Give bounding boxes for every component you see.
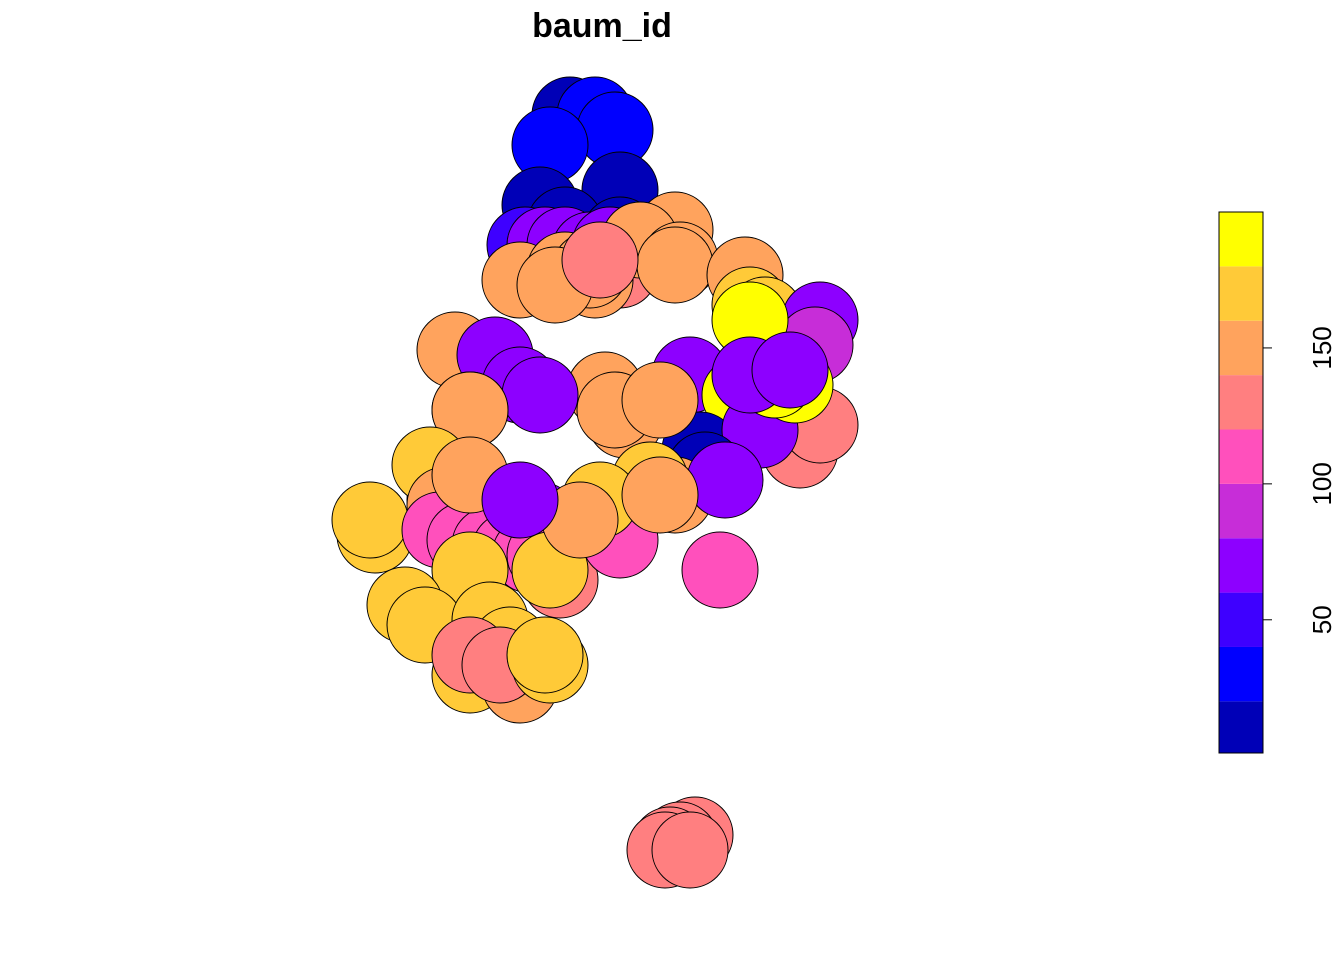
colorbar-swatch (1219, 212, 1263, 267)
data-point (751, 331, 829, 409)
data-point (636, 226, 714, 304)
colorbar-tick-label: 50 (1307, 605, 1337, 634)
data-point (621, 456, 699, 534)
colorbar-legend: 50 100 150 (1218, 211, 1337, 754)
colorbar-swatch (1219, 266, 1263, 321)
data-point (331, 481, 409, 559)
chart-title: baum_id (532, 7, 672, 45)
colorbar-tick-label: 150 (1307, 326, 1337, 369)
data-point (621, 361, 699, 439)
data-point (681, 531, 759, 609)
colorbar-swatch (1219, 429, 1263, 484)
data-point (686, 441, 764, 519)
colorbar-swatch (1219, 538, 1263, 593)
points-layer (331, 76, 859, 889)
colorbar-tick-label: 100 (1307, 462, 1337, 505)
data-point (506, 616, 584, 694)
colorbar-swatch (1219, 646, 1263, 702)
data-point (501, 356, 579, 434)
data-point (481, 461, 559, 539)
colorbar-swatch (1219, 375, 1263, 430)
colorbar-swatch (1219, 701, 1263, 753)
colorbar-swatch (1219, 483, 1263, 539)
colorbar-swatch (1219, 320, 1263, 376)
colorbar-swatch (1219, 592, 1263, 647)
data-point (561, 221, 639, 299)
data-point (651, 811, 729, 889)
colorbar-frame (1218, 211, 1264, 754)
